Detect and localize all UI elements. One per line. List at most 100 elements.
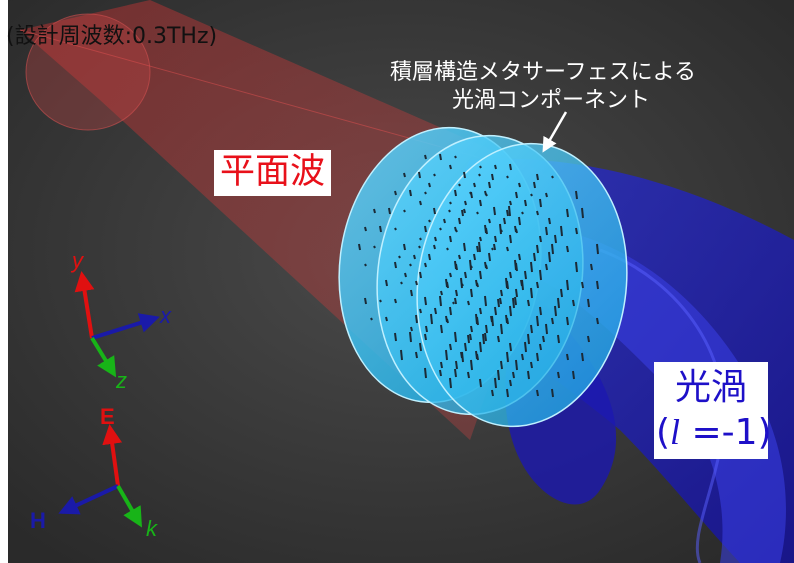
metasurface-slot: [509, 271, 512, 279]
metasurface-slot: [518, 182, 521, 188]
metasurface-slot: [503, 217, 506, 225]
metasurface-slot: [551, 317, 554, 325]
metasurface-slot: [509, 234, 512, 244]
metasurface-slot: [385, 316, 388, 322]
metasurface-slot: [440, 290, 443, 296]
metasurface-slot: [470, 265, 473, 269]
metasurface-slot: [467, 334, 470, 344]
metasurface-slot: [506, 209, 509, 217]
metasurface-slot: [418, 245, 421, 249]
metasurface-slot: [509, 342, 512, 352]
metasurface-slot: [464, 200, 467, 206]
metasurface-slot: [445, 349, 448, 361]
metasurface-slot: [545, 192, 548, 198]
metasurface-slot: [419, 342, 422, 352]
metasurface-slot: [458, 254, 461, 260]
e-field-arrow: [102, 424, 123, 487]
metasurface-slot: [530, 324, 533, 334]
metasurface-slot: [497, 335, 500, 343]
metasurface-slot: [379, 225, 382, 233]
metasurface-slot: [514, 296, 517, 306]
metasurface-slot: [575, 190, 578, 200]
metasurface-slot: [482, 333, 485, 345]
metasurface-slot: [530, 261, 533, 273]
vortex-mode-open: (: [656, 412, 671, 453]
metasurface-slot: [545, 226, 548, 236]
metasurface-slot: [494, 235, 497, 243]
metasurface-slot: [373, 208, 376, 214]
metasurface-slot: [530, 287, 533, 299]
metasurface-slot: [428, 182, 431, 188]
z-axis-label: z: [116, 368, 127, 393]
metasurface-slot: [469, 333, 472, 341]
metasurface-slot: [494, 164, 497, 170]
metasurface-slot: [424, 333, 427, 341]
metasurface-slot: [449, 272, 452, 278]
metasurface-slot: [499, 297, 502, 305]
vortex-label: 光渦 (l =-1): [654, 362, 772, 459]
metasurface-slot: [524, 270, 527, 280]
metasurface-slot: [478, 241, 481, 253]
metasurface-slot: [454, 331, 457, 343]
metasurface-stack: [338, 126, 628, 428]
metasurface-slot: [581, 207, 584, 219]
metasurface-slot: [473, 253, 476, 261]
metasurface-slot: [479, 165, 482, 169]
metasurface-slot: [542, 335, 545, 343]
vortex-title: 光渦: [674, 367, 747, 408]
metasurface-slot: [409, 331, 412, 343]
metasurface-slot: [470, 359, 473, 371]
metasurface-slot: [479, 270, 482, 280]
metasurface-slot: [515, 262, 518, 272]
metasurface-slot: [449, 377, 452, 389]
metasurface-slot: [458, 183, 461, 187]
metasurface-slot: [536, 315, 539, 327]
metasurface-slot: [539, 235, 542, 243]
metasurface-slot: [404, 272, 407, 278]
metasurface-slot: [439, 295, 442, 307]
metasurface-slot: [419, 237, 422, 241]
metasurface-slot: [463, 242, 466, 252]
metasurface-slot: [524, 341, 527, 353]
metasurface-slot: [433, 173, 436, 177]
metasurface-slot: [533, 181, 536, 189]
vortex-mode-value: =-1): [680, 412, 772, 453]
metasurface-slot: [479, 236, 482, 242]
metasurface-slot: [463, 171, 466, 179]
metasurface-slot: [515, 288, 518, 298]
metasurface-slot: [455, 263, 458, 271]
metasurface-slot: [455, 289, 458, 297]
metasurface-slot: [419, 271, 422, 279]
metasurface-slot: [424, 191, 427, 195]
metasurface-slot: [440, 324, 443, 334]
metasurface-slot: [448, 209, 451, 213]
component-caption-line2: 光渦コンポーネント: [452, 88, 651, 113]
vortex-mode-symbol: l: [670, 412, 681, 452]
metasurface-slot: [536, 173, 539, 181]
metasurface-slot: [464, 271, 467, 279]
metasurface-slot: [536, 210, 539, 216]
metasurface-slot: [545, 263, 548, 271]
metasurface-slot: [425, 325, 428, 333]
metasurface-slot: [449, 343, 452, 351]
metasurface-slot: [499, 223, 502, 235]
metasurface-slot: [521, 279, 524, 291]
metasurface-slot: [473, 182, 476, 188]
metasurface-slot: [476, 353, 479, 361]
metasurface-slot: [509, 200, 512, 206]
metasurface-slot: [521, 211, 524, 215]
metasurface-slot: [536, 389, 539, 397]
metasurface-slot: [515, 359, 518, 371]
metasurface-slot: [379, 299, 382, 303]
plane-wave-label: 平面波: [214, 150, 332, 196]
metasurface-slot: [488, 218, 491, 224]
metasurface-slot: [461, 351, 464, 363]
metasurface-slot: [430, 313, 433, 325]
metasurface-slot: [485, 193, 488, 197]
metasurface-slot: [536, 244, 539, 254]
metasurface-slot: [539, 343, 542, 351]
metasurface-slot: [509, 305, 512, 317]
metasurface-slot: [455, 229, 458, 233]
metasurface-slot: [410, 326, 413, 332]
metasurface-slot: [394, 261, 397, 269]
